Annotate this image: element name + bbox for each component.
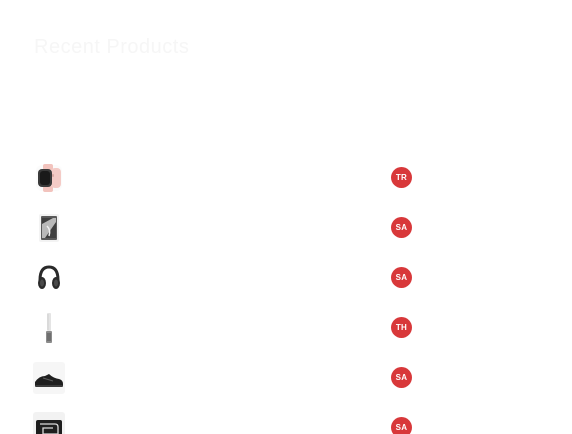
headphones-icon	[33, 262, 65, 294]
product-box-icon	[33, 412, 65, 434]
air-purifier-icon	[33, 312, 65, 344]
smartwatch-icon	[33, 162, 65, 194]
status-badge: SA	[391, 267, 412, 288]
status-badge: TH	[391, 317, 412, 338]
product-row[interactable]: TH	[0, 302, 572, 352]
product-row[interactable]: SA	[0, 252, 572, 302]
product-row[interactable]: SA	[0, 402, 572, 434]
page-title: Recent Products	[34, 36, 190, 58]
product-row[interactable]: SA	[0, 352, 572, 402]
status-badge: SA	[391, 367, 412, 388]
product-list: TR SA	[0, 152, 572, 434]
product-row[interactable]: SA	[0, 202, 572, 252]
product-row[interactable]: TR	[0, 152, 572, 202]
status-badge: TR	[391, 167, 412, 188]
sneaker-icon	[33, 362, 65, 394]
status-badge: SA	[391, 417, 412, 434]
smartphone-icon	[33, 212, 65, 244]
status-badge: SA	[391, 217, 412, 238]
